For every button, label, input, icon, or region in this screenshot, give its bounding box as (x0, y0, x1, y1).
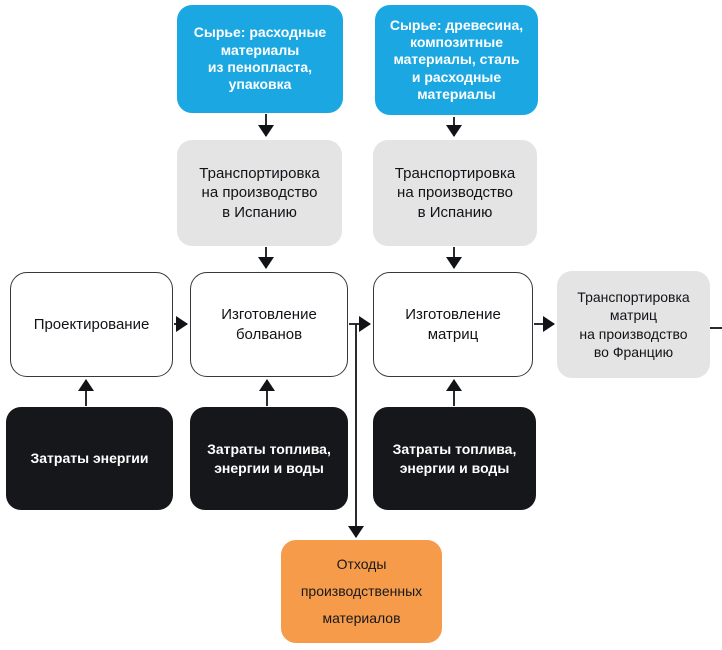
node-molds-production: Изготовление матриц (373, 272, 533, 377)
node-transport-france: Транспортировка матриц на производство в… (557, 271, 710, 378)
node-blanks-production: Изготовление болванов (190, 272, 348, 377)
node-fuel-energy-water-2: Затраты топлива, энергии и воды (373, 407, 536, 510)
node-production-waste: Отходы производственных материалов (281, 540, 442, 643)
node-raw-materials-foam: Сырье: расходные материалы из пенопласта… (177, 5, 343, 113)
node-raw-materials-wood: Сырье: древесина, композитные материалы,… (375, 5, 538, 115)
node-transport-spain-1: Транспортировка на производство в Испани… (177, 140, 342, 246)
node-fuel-energy-water-1: Затраты топлива, энергии и воды (190, 407, 348, 510)
node-transport-spain-2: Транспортировка на производство в Испани… (373, 140, 537, 246)
node-energy-costs: Затраты энергии (6, 407, 173, 510)
node-design: Проектирование (10, 272, 173, 377)
